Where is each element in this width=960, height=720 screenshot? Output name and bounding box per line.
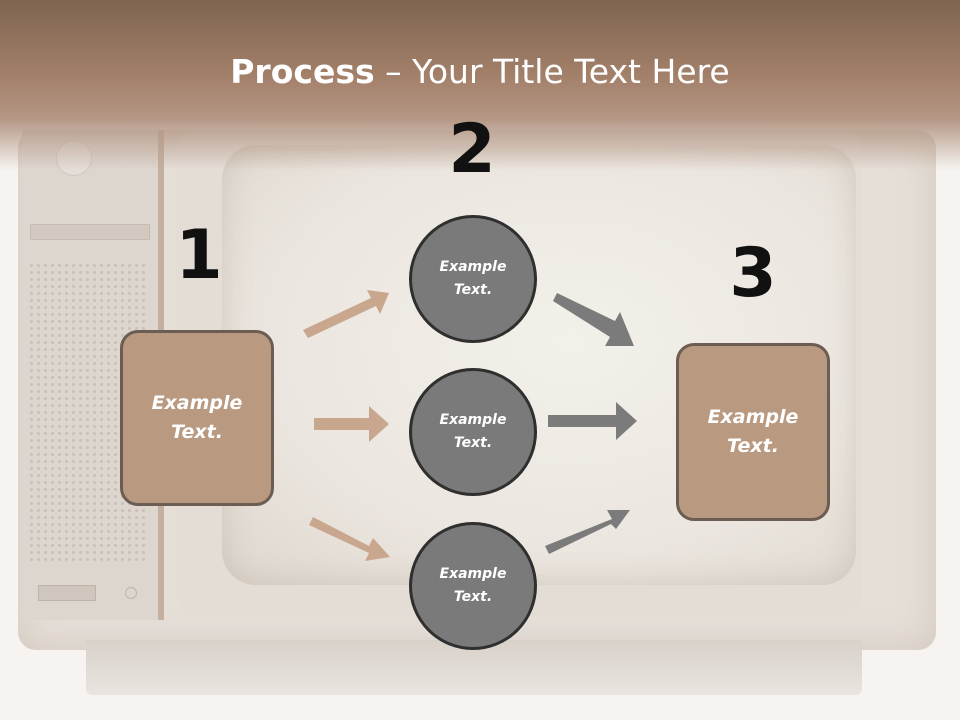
tv-indicator bbox=[125, 587, 137, 599]
tv-slot bbox=[30, 224, 150, 240]
step-number-2: 2 bbox=[448, 110, 496, 189]
title-rest: – Your Title Text Here bbox=[374, 52, 730, 91]
tv-switch bbox=[38, 585, 96, 601]
title-bold: Process bbox=[230, 52, 375, 91]
header-band bbox=[0, 0, 960, 170]
right-box: Example Text. bbox=[676, 343, 830, 521]
slide-title: Process – Your Title Text Here bbox=[0, 52, 960, 91]
step-number-1: 1 bbox=[175, 216, 223, 295]
left-box: Example Text. bbox=[120, 330, 274, 506]
circle-middle: Example Text. bbox=[409, 368, 537, 496]
circle-bottom: Example Text. bbox=[409, 522, 537, 650]
step-number-3: 3 bbox=[729, 234, 777, 313]
circle-top: Example Text. bbox=[409, 215, 537, 343]
